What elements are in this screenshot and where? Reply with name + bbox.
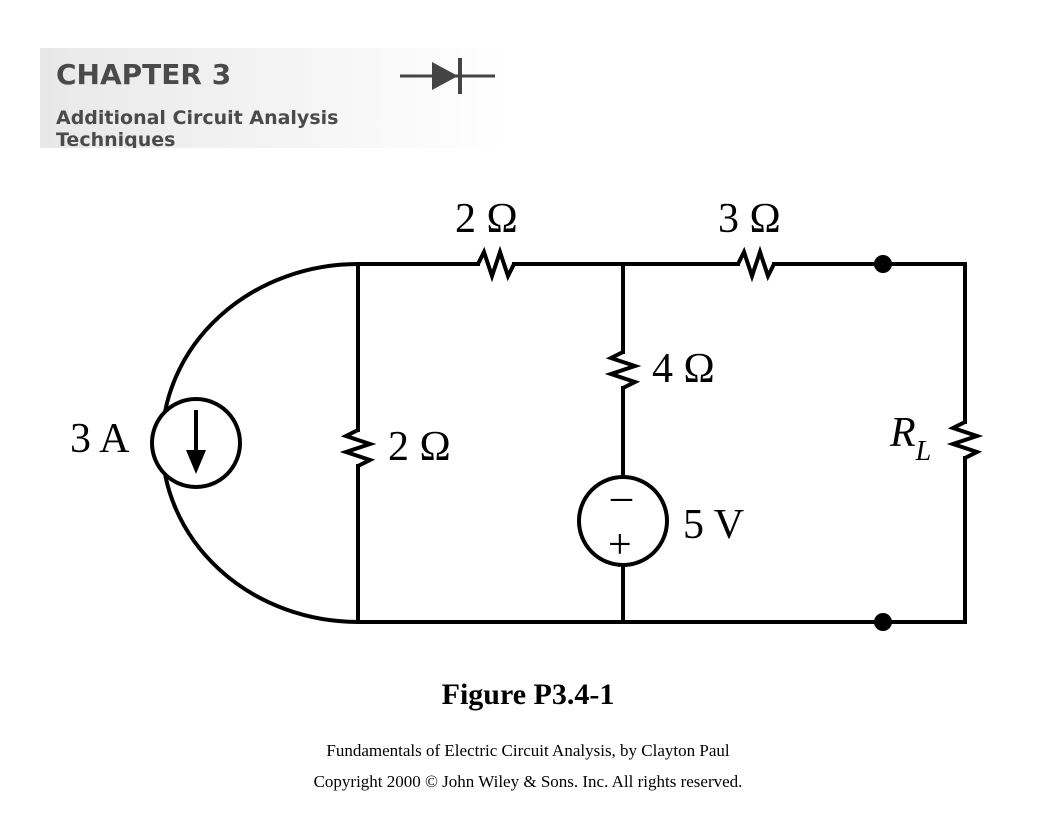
diode-icon (400, 58, 495, 94)
label-resistor-top-right: 3 Ω (718, 196, 781, 242)
voltage-minus-sign: – (610, 474, 633, 520)
label-resistor-top-left: 2 Ω (455, 196, 518, 242)
chapter-subtitle-line1: Additional Circuit Analysis (56, 107, 338, 129)
resistor-left-shunt (339, 428, 377, 468)
figure-caption: Figure P3.4-1 (441, 678, 615, 711)
copyright-notice: Copyright 2000 © John Wiley & Sons. Inc.… (313, 772, 743, 791)
resistor-load (946, 420, 984, 460)
resistor-top-left (476, 245, 516, 283)
label-load-R: R (889, 410, 916, 456)
banner-background (40, 48, 510, 148)
label-resistor-middle: 4 Ω (652, 346, 715, 392)
terminal-bottom (874, 613, 892, 631)
label-voltage-source: 5 V (683, 502, 744, 548)
book-credit: Fundamentals of Electric Circuit Analysi… (326, 741, 730, 760)
resistor-middle (604, 350, 642, 390)
label-load-subscript: L (915, 436, 932, 467)
current-direction-arrow-icon (186, 410, 206, 474)
label-load-resistor: RL (889, 410, 931, 467)
chapter-subtitle-line2: Techniques (56, 129, 175, 148)
chapter-banner: CHAPTER 3 Additional Circuit Analysis Te… (40, 48, 510, 148)
terminal-top (874, 255, 892, 273)
resistor-top-right (736, 245, 776, 283)
voltage-plus-sign: + (608, 522, 632, 568)
label-current-source: 3 A (70, 416, 130, 462)
label-resistor-left-shunt: 2 Ω (388, 424, 451, 470)
chapter-title: CHAPTER 3 (56, 58, 231, 91)
